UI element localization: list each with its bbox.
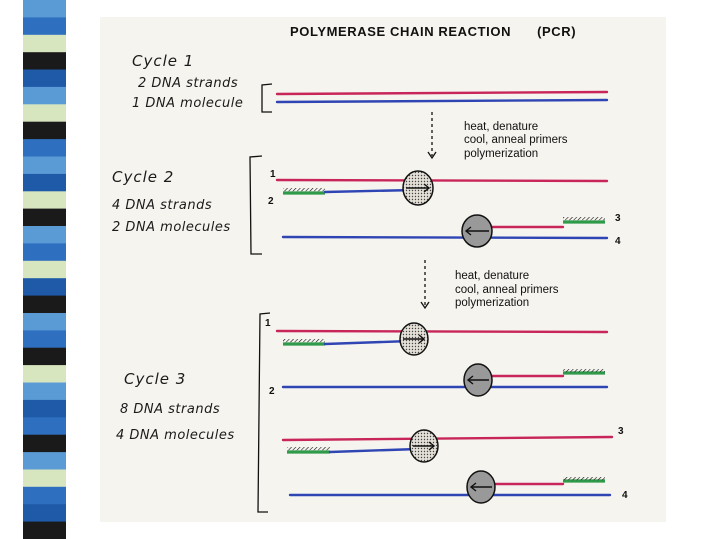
strip-block — [23, 17, 66, 36]
strip-block — [23, 486, 66, 505]
strip-block — [23, 69, 66, 88]
strip-block — [23, 191, 66, 210]
step-2-arrow-head — [420, 301, 430, 310]
strip-block — [23, 347, 66, 366]
strip-block — [23, 156, 66, 175]
strip-block — [23, 208, 66, 227]
cycle-3-strand-number-4: 4 — [622, 490, 628, 501]
cycle-2-strand-number-2: 2 — [268, 196, 274, 207]
cycle-1-red-strand — [275, 90, 609, 96]
cycle-2-strand-number-1: 1 — [270, 169, 276, 180]
strip-block — [23, 260, 66, 279]
strip-block — [23, 399, 66, 418]
cycle-3-label: Cycle 3 — [124, 370, 187, 388]
strip-block — [23, 330, 66, 349]
cycle-2-strands: 4 DNA strands — [112, 198, 213, 213]
cycle-3-primer-2-hatch — [563, 369, 605, 373]
cycle-2-strand-4 — [281, 235, 609, 240]
cycle-3-polymerase-1-arrow-head — [418, 334, 426, 344]
strip-block — [23, 52, 66, 71]
strip-block — [23, 226, 66, 244]
cycle-3-strand-number-3: 3 — [618, 426, 624, 437]
cycle-2-primer-2-hatch — [563, 217, 605, 221]
strip-block — [23, 139, 66, 157]
cycle-3-primer-3-hatch — [287, 447, 330, 451]
strip-block — [23, 382, 66, 401]
decorative-color-strip — [23, 0, 66, 539]
cycle-3-strand-number-1: 1 — [265, 318, 271, 329]
cycle-2-new-strand-2 — [323, 188, 417, 194]
step-2-polymerization: polymerization — [455, 297, 530, 309]
cycle-1-blue-strand — [275, 98, 609, 104]
strip-block — [23, 521, 66, 539]
strip-block — [23, 173, 66, 192]
strip-block — [23, 313, 66, 331]
strip-block — [23, 86, 66, 105]
strip-block — [23, 365, 66, 383]
strip-block — [23, 34, 66, 53]
cycle-3-primer-1-hatch — [283, 339, 325, 343]
strip-block — [23, 295, 66, 314]
strip-block — [23, 104, 66, 123]
strip-block — [23, 278, 66, 297]
cycle-2-primer-1-hatch — [283, 188, 325, 192]
cycle-3-new-strand-3 — [328, 447, 420, 454]
cycle-2-strand-number-4: 4 — [615, 236, 621, 247]
strip-block — [23, 243, 66, 262]
cycle-3-strand-1 — [275, 329, 609, 334]
cycle-3-polymerase-3-arrow-head — [428, 441, 436, 451]
diagram-title: POLYMERASE CHAIN REACTION(PCR) — [290, 24, 577, 39]
strip-block — [23, 452, 66, 470]
cycle-2-strand-number-3: 3 — [615, 213, 621, 224]
step-1-arrow-head — [427, 151, 437, 160]
cycle-3-polymerase-4-arrow-head — [469, 482, 477, 492]
cycle-3-strand-3 — [281, 435, 614, 442]
step-1-heat-denature: heat, denature — [464, 121, 539, 133]
step-2-anneal-primers: cool, anneal primers — [455, 284, 559, 296]
cycle-1-bracket — [261, 83, 273, 113]
step-2-heat-denature: heat, denature — [455, 270, 530, 282]
cycle-1-label: Cycle 1 — [132, 52, 195, 70]
cycle-2-polymerase-1-arrow-head — [423, 183, 431, 193]
cycle-2-strand-1 — [275, 178, 609, 183]
cycle-1-molecules: 1 DNA molecule — [132, 96, 244, 111]
cycle-3-molecules: 4 DNA molecules — [116, 428, 235, 443]
cycle-3-primer-4-hatch — [563, 477, 605, 481]
cycle-2-polymerase-2-arrow-head — [464, 226, 472, 236]
strip-block — [23, 504, 66, 523]
cycle-2-molecules: 2 DNA molecules — [112, 220, 231, 235]
strip-block — [23, 469, 66, 488]
strip-block — [23, 0, 66, 18]
strip-block — [23, 417, 66, 436]
strip-block — [23, 121, 66, 140]
step-1-polymerization: polymerization — [464, 148, 539, 160]
strip-block — [23, 434, 66, 453]
cycle-2-label: Cycle 2 — [112, 168, 175, 186]
cycle-3-strands: 8 DNA strands — [120, 402, 221, 417]
cycle-3-bracket — [257, 312, 271, 513]
step-1-anneal-primers: cool, anneal primers — [464, 134, 568, 146]
cycle-3-strand-number-2: 2 — [269, 386, 275, 397]
cycle-3-new-strand-1 — [323, 339, 412, 346]
cycle-1-strands: 2 DNA strands — [138, 76, 239, 91]
cycle-2-bracket — [249, 155, 263, 255]
cycle-3-polymerase-2-arrow-head — [466, 375, 474, 385]
